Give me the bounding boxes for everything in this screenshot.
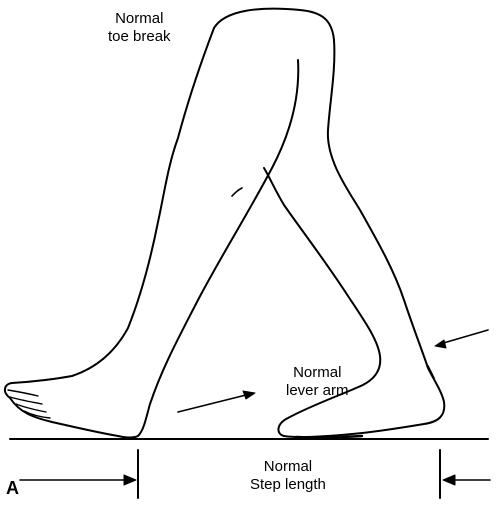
lever-arm-label: Normal lever arm <box>286 364 349 400</box>
panel-label: A <box>6 478 19 498</box>
step-left-arrow-head <box>123 474 137 486</box>
toe-break-line2: toe break <box>108 28 171 45</box>
ankle-crease <box>427 365 435 379</box>
lever-arm-arrow-shaft <box>177 393 251 413</box>
toe-lines <box>7 389 51 419</box>
step-length-line2: Step length <box>250 476 326 493</box>
step-length-line1: Normal <box>263 458 313 475</box>
toe-break-line1: Normal <box>115 10 164 27</box>
sole-highlight <box>294 434 364 439</box>
ankle-arrow-head <box>434 339 447 349</box>
back-leg-outline <box>4 27 300 439</box>
lever-arm-arrow-head <box>242 390 256 400</box>
lever-arm-line2: lever arm <box>286 382 349 399</box>
ankle-arrow-shaft <box>439 329 489 345</box>
knee-crease <box>231 187 243 197</box>
front-leg-outline <box>213 7 446 439</box>
step-length-label: Normal Step length <box>250 458 326 494</box>
step-right-arrow-head <box>442 474 456 486</box>
toe-break-label: Normal toe break <box>108 10 171 46</box>
lever-arm-line1: Normal <box>293 364 342 381</box>
